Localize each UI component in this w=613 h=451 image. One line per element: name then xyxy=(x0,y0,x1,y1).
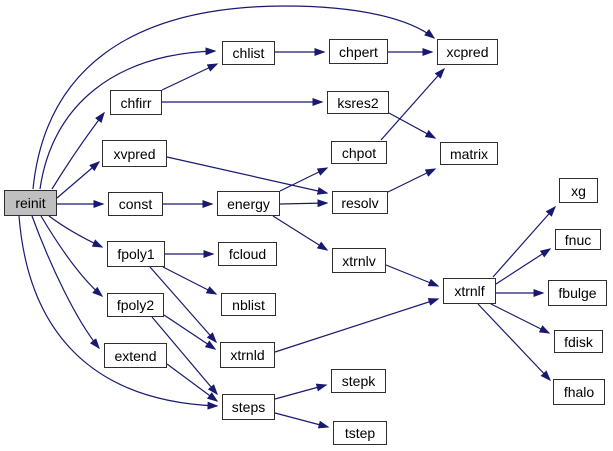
node-tstep[interactable]: tstep xyxy=(333,421,387,445)
node-const[interactable]: const xyxy=(108,192,163,216)
edge-xtrnlf-fnuc xyxy=(495,248,552,285)
edge-xvpred-resolv xyxy=(166,156,329,195)
edge-resolv-matrix xyxy=(387,168,437,193)
node-fpoly2[interactable]: fpoly2 xyxy=(107,293,164,317)
node-energy[interactable]: energy xyxy=(217,191,280,216)
edge-extend-steps xyxy=(166,363,219,402)
node-stepk[interactable]: stepk xyxy=(331,369,386,393)
edge-fpoly2-xtrnld xyxy=(163,314,217,350)
node-chlist[interactable]: chlist xyxy=(222,41,275,65)
edge-xtrnld-xtrnlf xyxy=(274,298,440,353)
edge-steps-tstep xyxy=(274,412,330,429)
node-xtrnlf[interactable]: xtrnlf xyxy=(443,278,496,304)
node-nblist[interactable]: nblist xyxy=(221,293,276,316)
node-steps[interactable]: steps xyxy=(222,394,275,420)
node-matrix[interactable]: matrix xyxy=(440,142,498,165)
node-fpoly1[interactable]: fpoly1 xyxy=(107,241,165,267)
edge-energy-chpot xyxy=(279,167,329,192)
node-fhalo[interactable]: fhalo xyxy=(553,379,605,405)
edge-fpoly2-steps xyxy=(151,316,218,396)
edge-steps-stepk xyxy=(274,383,328,400)
node-xtrnlv[interactable]: xtrnlv xyxy=(332,248,386,273)
edge-chpot-xcpred xyxy=(380,67,445,141)
edge-xtrnlf-fdisk xyxy=(490,303,551,334)
edge-xtrnlf-xg xyxy=(492,205,556,278)
edge-xtrnlf-fhalo xyxy=(477,303,552,382)
edge-reinit-steps xyxy=(18,215,219,410)
node-xcpred[interactable]: xcpred xyxy=(437,39,498,65)
edge-chfirr-chlist xyxy=(161,63,219,91)
node-fdisk[interactable]: fdisk xyxy=(554,330,603,353)
edge-energy-resolv xyxy=(279,199,329,208)
node-fbulge[interactable]: fbulge xyxy=(548,280,607,306)
edge-fpoly1-xtrnld xyxy=(149,266,217,344)
edge-reinit-xvpred xyxy=(56,161,101,199)
edge-reinit-chlist xyxy=(39,47,217,190)
node-chpert[interactable]: chpert xyxy=(329,39,388,64)
node-chpot[interactable]: chpot xyxy=(331,141,387,164)
node-resolv[interactable]: resolv xyxy=(332,191,388,214)
edge-xtrnlv-xtrnlf xyxy=(385,264,440,287)
node-fnuc[interactable]: fnuc xyxy=(555,229,601,250)
node-xvpred[interactable]: xvpred xyxy=(102,140,167,167)
node-ksres2[interactable]: ksres2 xyxy=(327,91,389,114)
node-reinit[interactable]: reinit xyxy=(4,190,57,216)
node-fcloud[interactable]: fcloud xyxy=(218,242,277,266)
edge-reinit-extend xyxy=(31,215,100,350)
edge-energy-xtrnlv xyxy=(272,215,329,251)
node-xg[interactable]: xg xyxy=(559,178,598,203)
node-xtrnld[interactable]: xtrnld xyxy=(220,342,275,368)
node-extend[interactable]: extend xyxy=(104,343,167,368)
edge-fpoly1-nblist xyxy=(162,266,218,295)
edge-ksres2-matrix xyxy=(388,112,437,139)
edge-reinit-xcpred xyxy=(32,5,436,190)
edge-reinit-chfirr xyxy=(51,111,105,190)
edge-reinit-fpoly1 xyxy=(48,215,104,248)
node-chfirr[interactable]: chfirr xyxy=(110,90,162,115)
edge-reinit-fpoly2 xyxy=(40,215,104,297)
